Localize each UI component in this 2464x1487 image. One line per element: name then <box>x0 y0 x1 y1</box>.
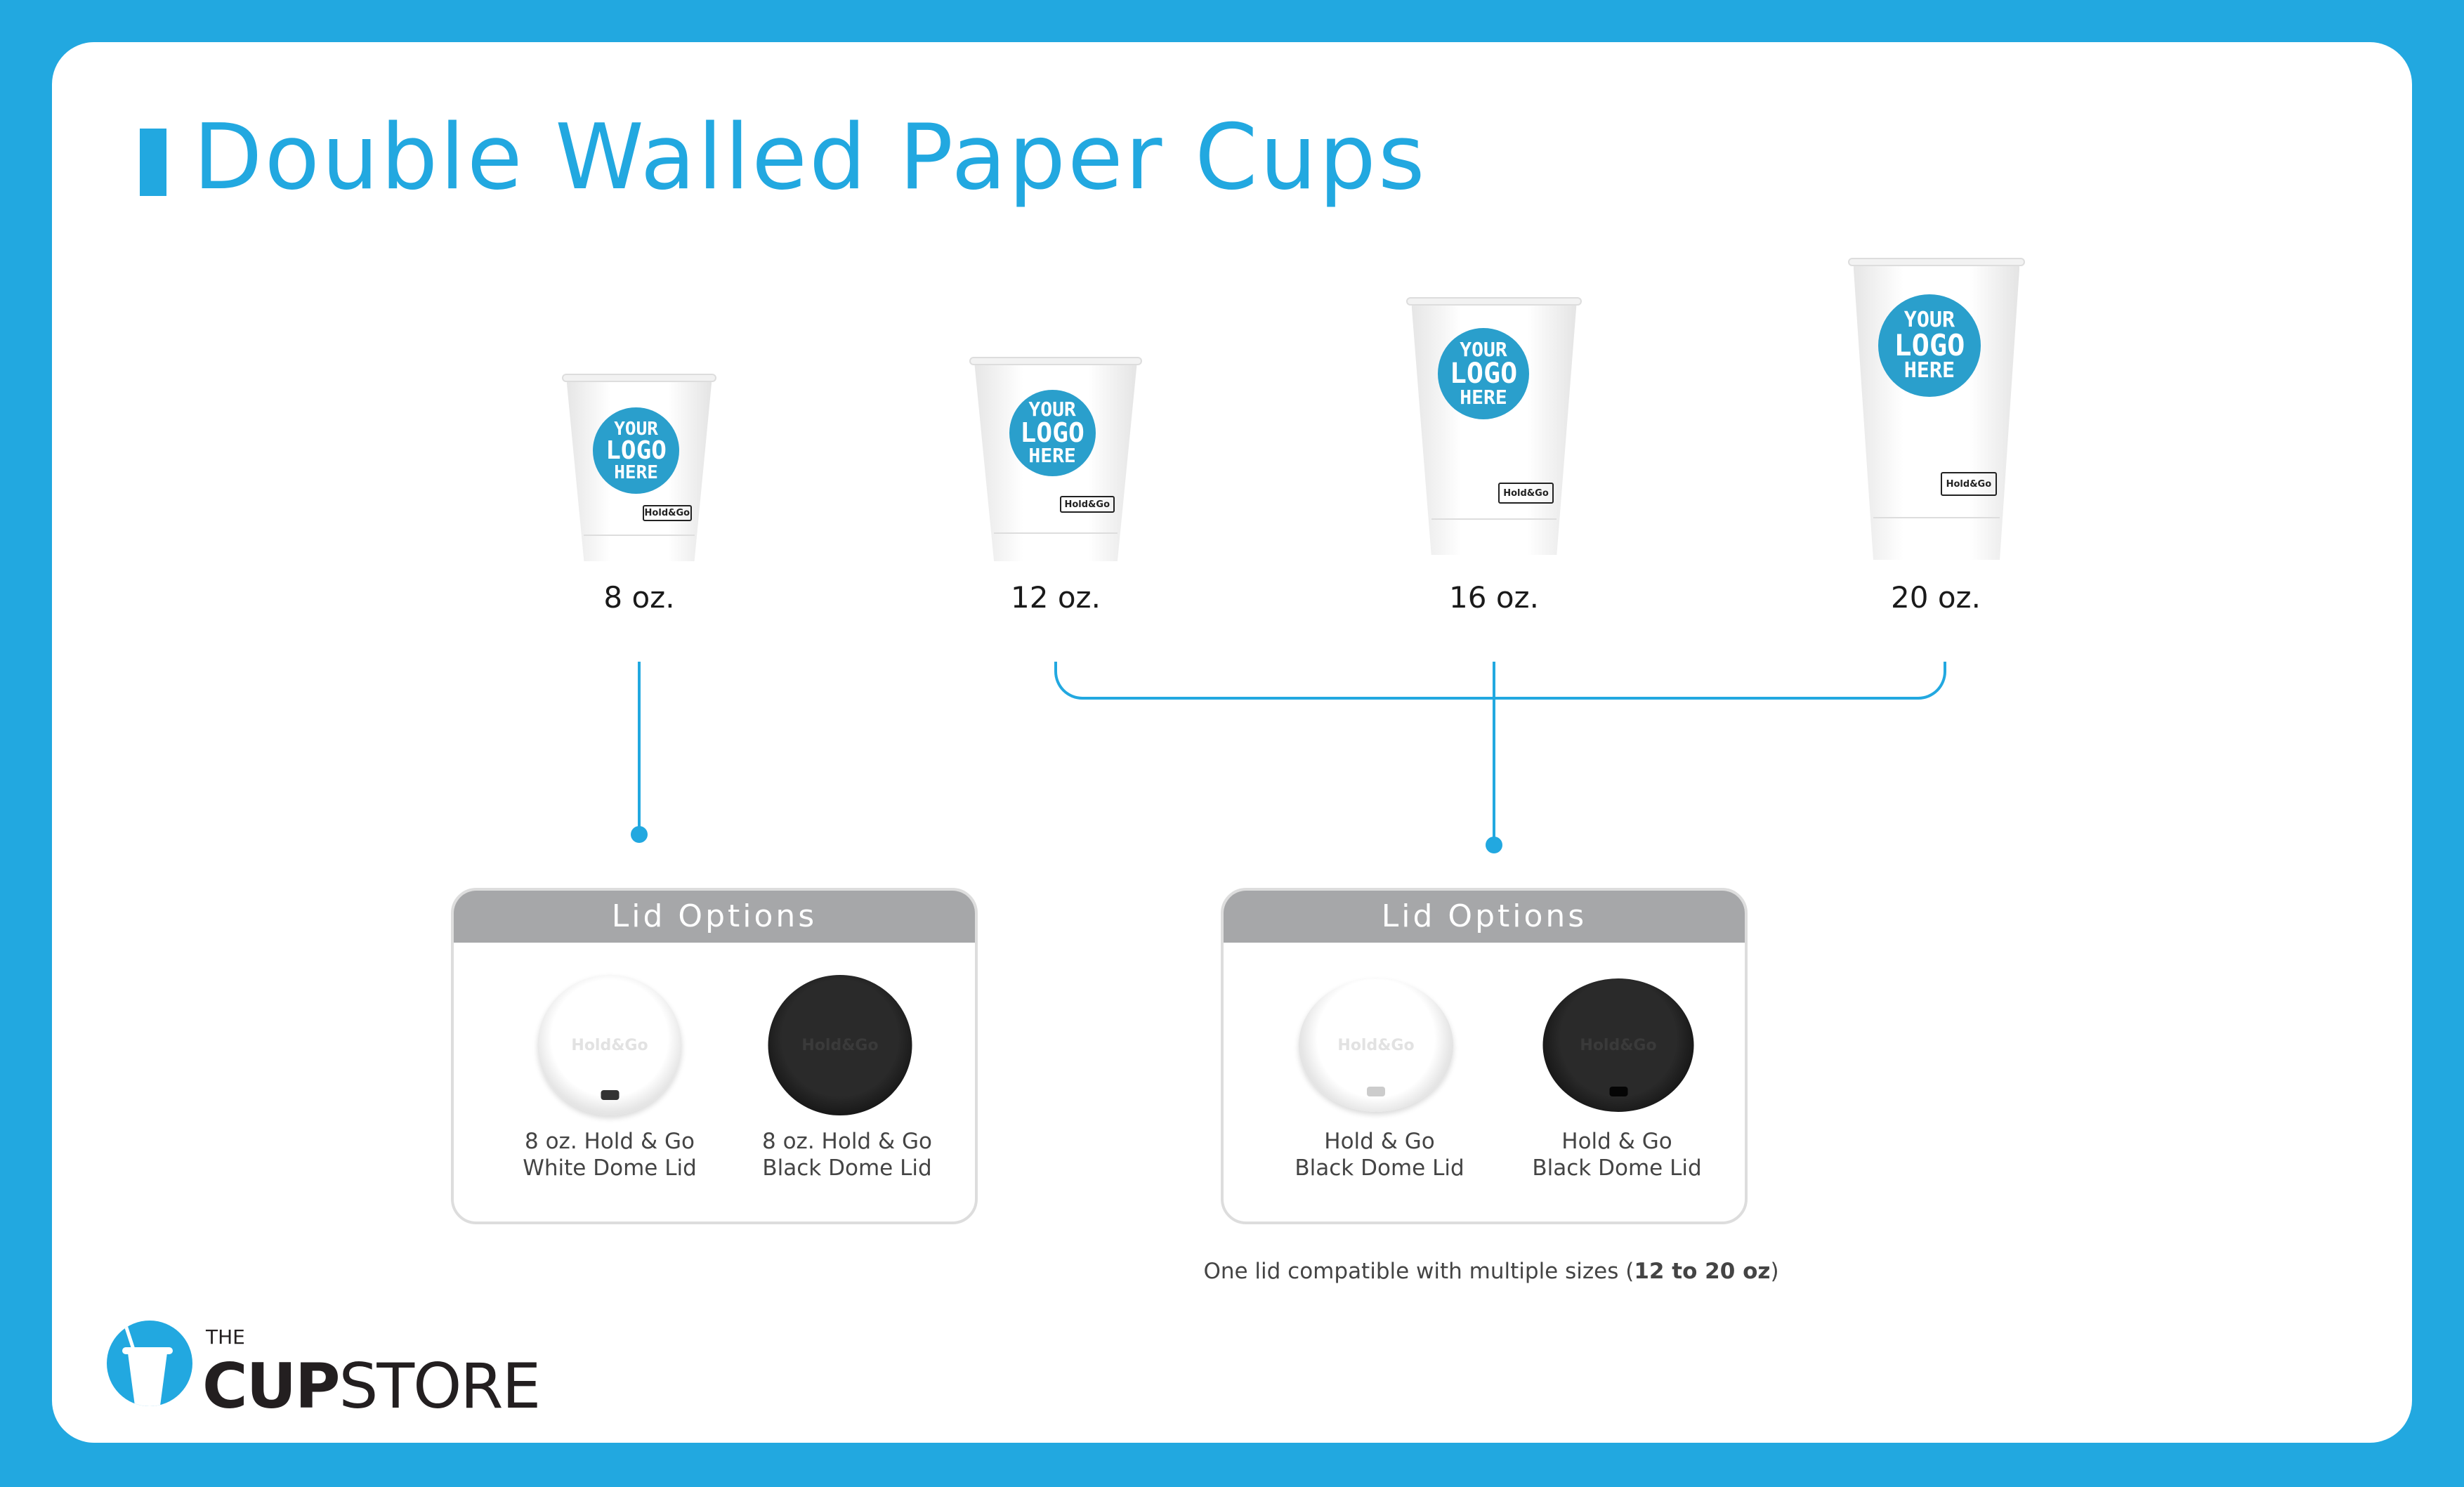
brand-the: THE <box>206 1325 245 1349</box>
hold-go-badge: Hold&Go <box>1059 495 1115 513</box>
connector-line-8oz <box>638 662 641 834</box>
lid-emboss: Hold&Go <box>1337 1036 1415 1054</box>
lid-caption-line: Hold & Go <box>1561 1129 1672 1154</box>
lid-caption-line: Black Dome Lid <box>1295 1155 1464 1181</box>
black-dome-lid-image: Hold&Go <box>768 975 912 1115</box>
hold-go-badge: Hold&Go <box>1941 472 1997 497</box>
logo-text: HERE <box>1028 444 1076 468</box>
connector-bracket-12-20oz <box>1054 662 1946 700</box>
lid-options-8oz: Lid Options Hold&Go Hold&Go 8 oz. Hold &… <box>451 888 978 1224</box>
lid-caption-line: Hold & Go <box>1324 1129 1435 1154</box>
lid-emboss: Hold&Go <box>571 1036 648 1054</box>
lid-caption-line: White Dome Lid <box>523 1155 697 1181</box>
lid-compatibility-note: One lid compatible with multiple sizes (… <box>1203 1259 1778 1284</box>
lid-emboss: Hold&Go <box>1580 1036 1657 1054</box>
white-dome-lid-image: Hold&Go <box>537 975 682 1115</box>
lid-options-heading: Lid Options <box>1224 891 1745 943</box>
brand-cup: CUP <box>202 1350 341 1422</box>
cup-size-label: 12 oz. <box>1011 580 1101 615</box>
connector-dot <box>631 826 648 843</box>
hold-go-badge: Hold&Go <box>642 504 692 521</box>
hold-go-badge: Hold&Go <box>1498 483 1554 504</box>
logo-text: LOGO <box>1020 417 1084 449</box>
content-card <box>52 42 2412 1443</box>
lid-caption-line: Black Dome Lid <box>1532 1155 1702 1181</box>
footnote-text: One lid compatible with multiple sizes ( <box>1203 1259 1634 1284</box>
lid-caption-line: Black Dome Lid <box>762 1155 932 1181</box>
brand-store: STORE <box>339 1350 542 1422</box>
black-dome-lid-image: Hold&Go <box>1542 978 1694 1112</box>
brand-name: CUPSTORE <box>202 1356 541 1417</box>
logo-text: YOUR <box>1028 398 1076 421</box>
footnote-size-range: 12 to 20 oz <box>1634 1259 1771 1284</box>
logo-text: LOGO <box>605 435 667 465</box>
logo-text: HERE <box>1460 386 1507 410</box>
footnote-text: ) <box>1770 1259 1779 1284</box>
connector-line-12-20oz <box>1493 662 1495 845</box>
cup-rim <box>1848 258 2025 266</box>
logo-text: YOUR <box>1460 338 1507 362</box>
logo-text: HERE <box>614 461 658 483</box>
lid-caption-line: 8 oz. Hold & Go <box>525 1129 695 1154</box>
logo-text: LOGO <box>1449 358 1518 391</box>
logo-text: YOUR <box>1903 307 1955 332</box>
title-accent-bar <box>140 129 166 196</box>
cup-rim <box>969 357 1142 365</box>
cup-rim <box>562 374 716 382</box>
page-title: Double Walled Paper Cups <box>193 105 1427 210</box>
cup-size-label: 20 oz. <box>1891 580 1981 615</box>
cup-size-label: 8 oz. <box>603 580 675 615</box>
white-dome-lid-image: Hold&Go <box>1299 978 1453 1112</box>
connector-dot <box>1486 837 1502 853</box>
lid-caption-line: 8 oz. Hold & Go <box>762 1129 932 1154</box>
cup-rim <box>1406 297 1582 306</box>
cup-size-label: 16 oz. <box>1449 580 1539 615</box>
lid-emboss: Hold&Go <box>801 1036 879 1054</box>
logo-text: YOUR <box>614 418 658 440</box>
lid-options-heading: Lid Options <box>454 891 975 943</box>
logo-text: LOGO <box>1894 327 1965 362</box>
cupstore-logo-icon <box>107 1321 192 1406</box>
logo-text: HERE <box>1903 358 1955 383</box>
